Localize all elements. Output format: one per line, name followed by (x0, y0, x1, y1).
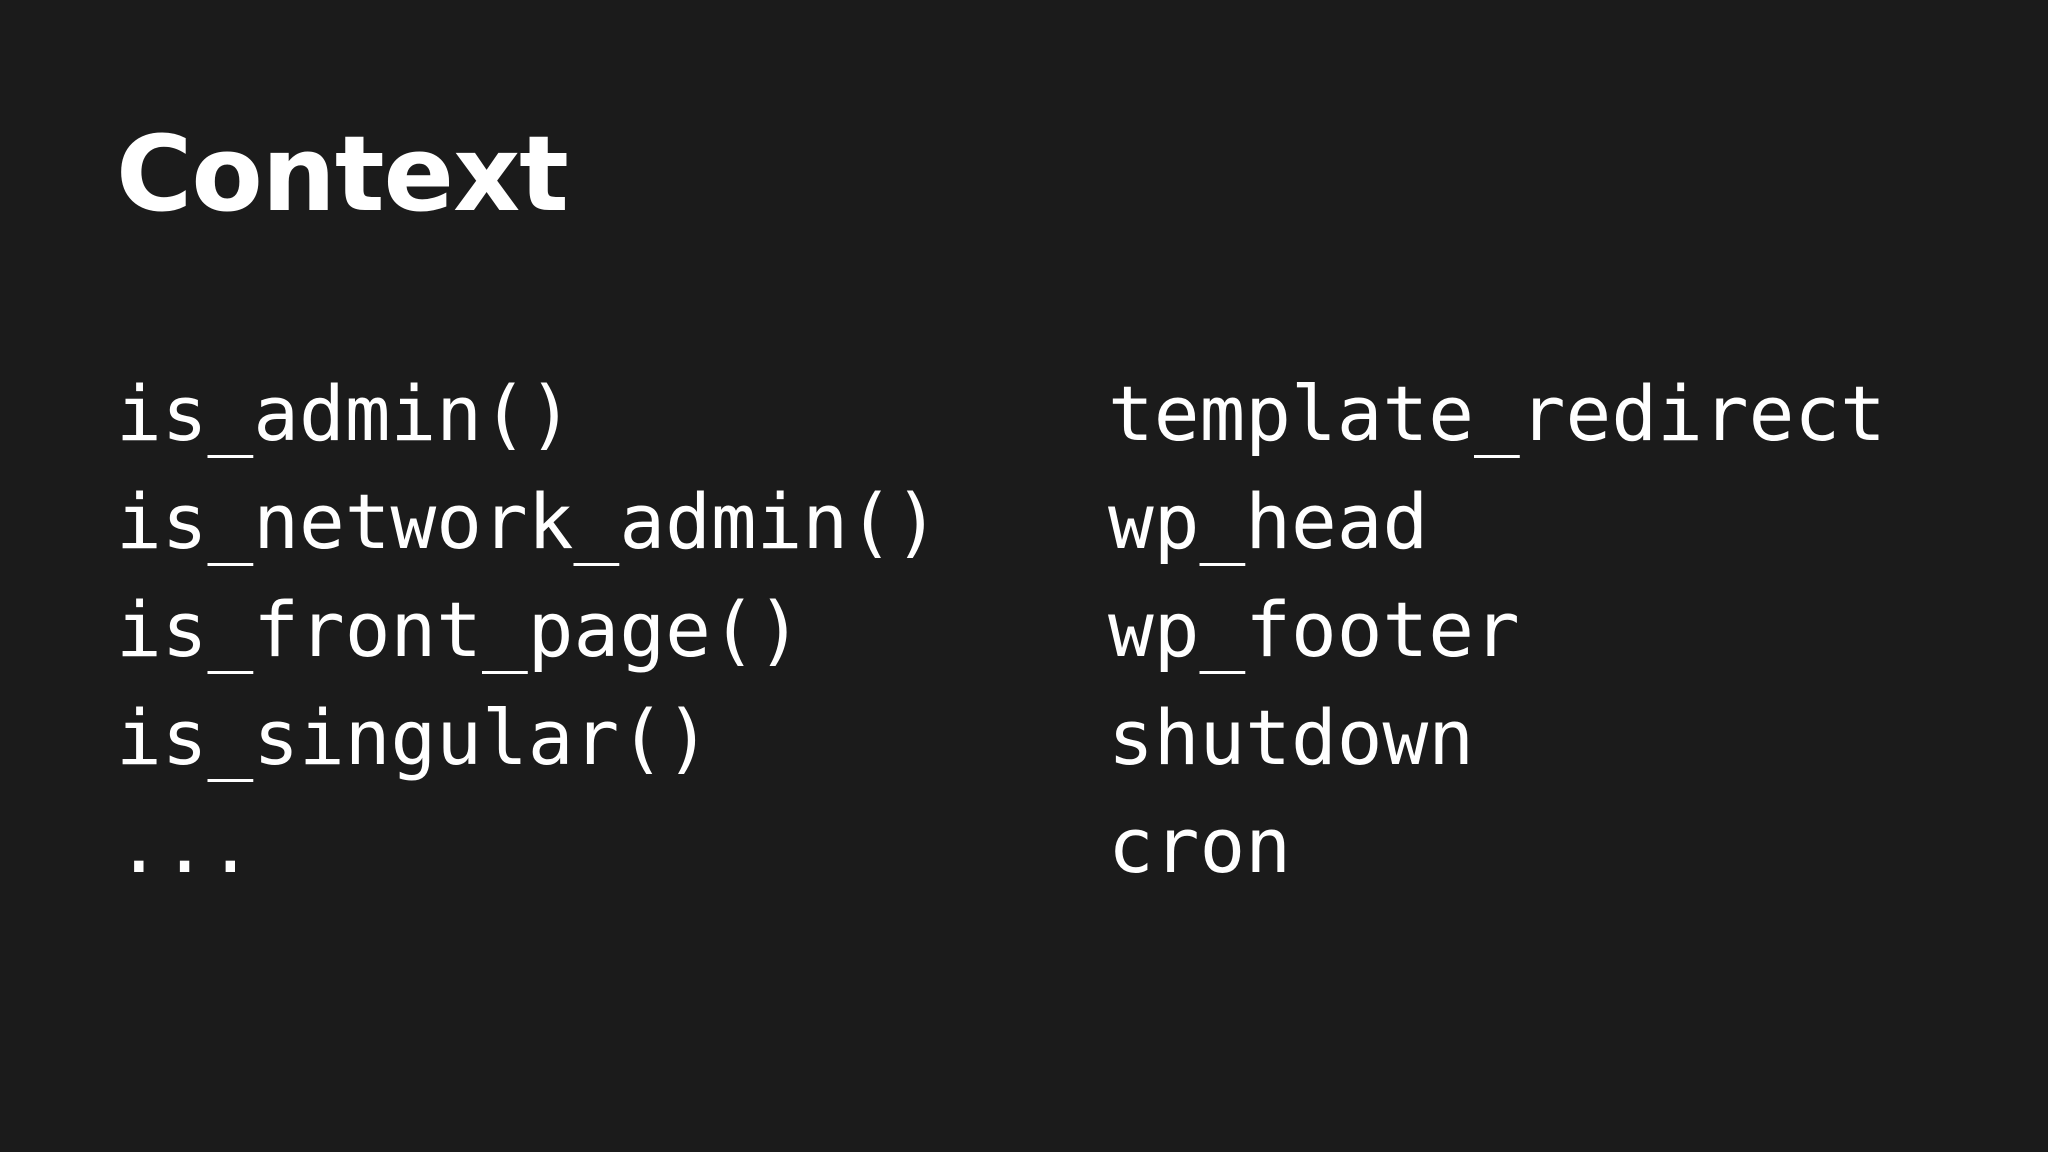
list-item: wp_head (1108, 477, 1429, 566)
list-item-ellipsis: ... (116, 801, 254, 890)
list-item: is_admin() (116, 369, 574, 458)
conditional-functions-list: is_admin() is_network_admin() is_front_p… (116, 360, 940, 900)
hooks-list: template_redirect wp_head wp_footer shut… (1108, 360, 1886, 900)
list-item: is_front_page() (116, 585, 803, 674)
list-item: cron (1108, 801, 1292, 890)
list-item: template_redirect (1108, 369, 1886, 458)
list-item: is_network_admin() (116, 477, 940, 566)
list-item: shutdown (1108, 693, 1475, 782)
slide-title: Context (116, 113, 569, 235)
list-item: is_singular() (116, 693, 711, 782)
list-item: wp_footer (1108, 585, 1520, 674)
